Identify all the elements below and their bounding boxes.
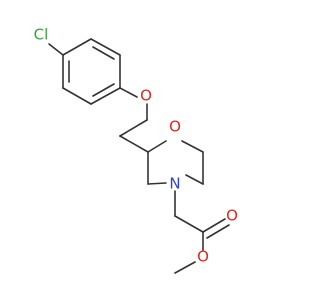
ester-oxygen-label: O <box>197 248 209 266</box>
chain-bonds <box>48 43 148 137</box>
chlorine-label: Cl <box>34 26 49 44</box>
benzene-ring <box>62 38 121 105</box>
ring-nitrogen-label: N <box>169 175 180 193</box>
molecule-diagram: Cl O O N O O <box>34 26 238 274</box>
morpholine-ring <box>119 135 204 185</box>
carbonyl-oxygen-label: O <box>226 207 238 225</box>
ring-oxygen-label: O <box>169 118 181 136</box>
structure-canvas: Cl O O N O O <box>34 26 238 274</box>
ether-oxygen-label: O <box>140 87 152 105</box>
ester-chain <box>174 190 230 274</box>
